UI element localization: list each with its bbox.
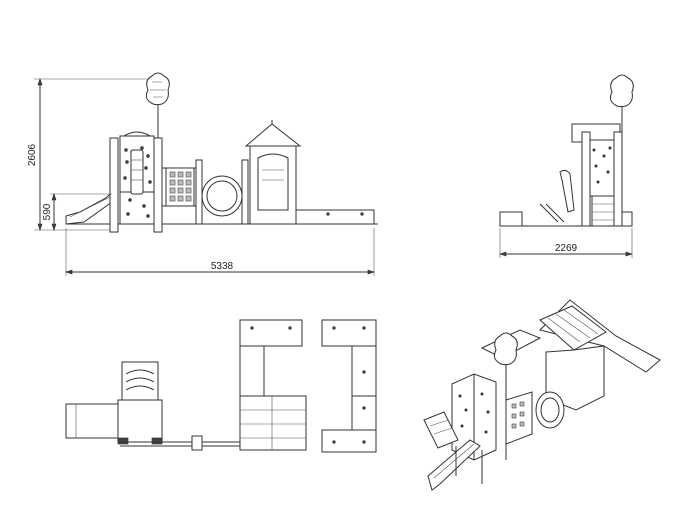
dim-side-width-text: 2269 bbox=[555, 243, 578, 254]
house bbox=[244, 120, 302, 225]
dim-total-height-text: 2606 bbox=[27, 143, 38, 166]
dim-platform-height: 590 bbox=[42, 193, 112, 231]
climbing-panel bbox=[162, 167, 198, 207]
isometric-view bbox=[423, 299, 661, 491]
sandbox bbox=[295, 209, 375, 225]
dim-platform-height-text: 590 bbox=[42, 203, 53, 220]
dim-front-width-text: 5338 bbox=[211, 261, 234, 272]
main-tower bbox=[109, 131, 163, 233]
plan-view bbox=[65, 319, 377, 453]
tree-pole bbox=[145, 72, 170, 138]
dim-front-width: 5338 bbox=[65, 228, 375, 276]
front-elevation: 2606 590 5338 bbox=[27, 72, 378, 276]
dim-total-height: 2606 bbox=[27, 78, 150, 231]
side-elevation: 2269 bbox=[499, 74, 634, 258]
tunnel bbox=[195, 159, 249, 225]
